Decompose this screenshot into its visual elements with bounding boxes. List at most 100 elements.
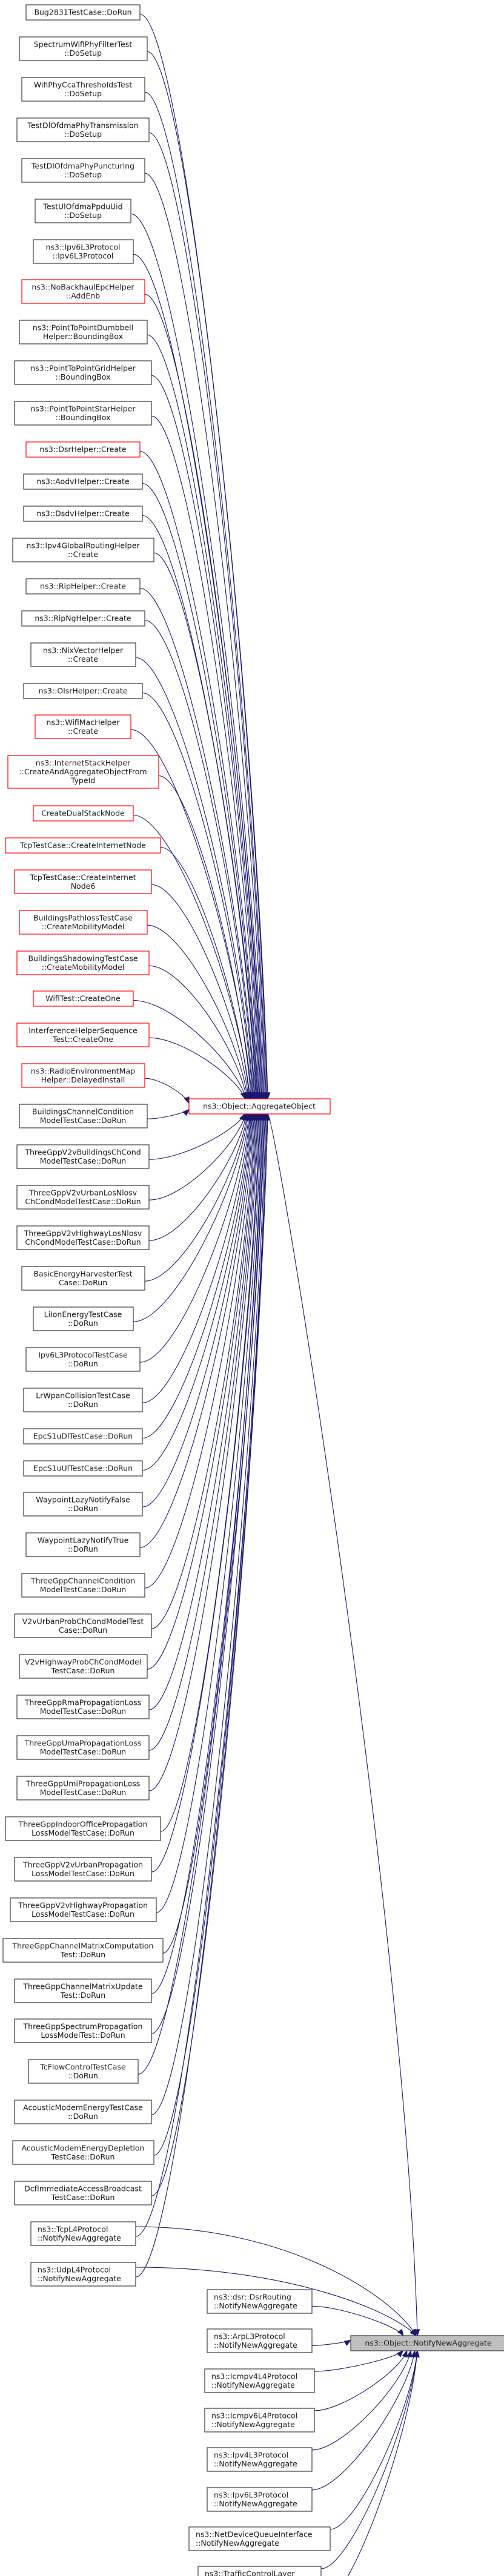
edge-arrowhead bbox=[406, 2350, 413, 2358]
node-dcfimmediateaccessbroadcasttestcase-dorun[interactable]: DcfImmediateAccessBroadcastTestCase::DoR… bbox=[14, 2181, 152, 2205]
node-label-line: WifiPhyCcaThresholdsTest bbox=[34, 81, 132, 90]
node-threegppchannelconditionmodeltestcase-dorun[interactable]: ThreeGppChannelConditionModelTestCase::D… bbox=[21, 1573, 145, 1598]
node-threegppumipropagationlossmodeltestcase-dorun[interactable]: ThreeGppUmiPropagationLossModelTestCase:… bbox=[16, 1776, 150, 1800]
edge-arrowhead bbox=[402, 2350, 408, 2358]
node-label-line: ThreeGppChannelMatrixUpdate bbox=[22, 1982, 143, 1991]
node-waypointlazynotifyfalse-dorun[interactable]: WaypointLazyNotifyFalse::DoRun bbox=[23, 1492, 143, 1517]
node-wifiphyccathresholdstest-dosetup[interactable]: WifiPhyCcaThresholdsTest::DoSetup bbox=[21, 77, 145, 102]
node-ns3-nixvectorhelper-create[interactable]: ns3::NixVectorHelper::Create bbox=[30, 642, 136, 667]
node-buildingspathlosstestcase-createmobilitymodel[interactable]: BuildingsPathlossTestCase::CreateMobilit… bbox=[19, 910, 148, 935]
node-threegppindoorofficepropagationlossmodeltestcase-dorun[interactable]: ThreeGppIndoorOfficePropagationLossModel… bbox=[5, 1816, 161, 1841]
node-threegppv2vurbanlosnlosvchcondmodeltestcase-dorun[interactable]: ThreeGppV2vUrbanLosNlosvChCondModelTestC… bbox=[16, 1185, 150, 1210]
node-ns3-arpl3protocol-notifynewaggregate[interactable]: ns3::ArpL3Protocol::NotifyNewAggregate bbox=[207, 2328, 313, 2353]
node-box bbox=[197, 2566, 322, 2576]
node-threegppv2vbuildingschcondmodeltestcase-dorun[interactable]: ThreeGppV2vBuildingsChCondModelTestCase:… bbox=[16, 1144, 150, 1169]
node-ns3-dsrhelper-create[interactable]: ns3::DsrHelper::Create bbox=[25, 441, 141, 458]
node-ns3-dsdvhelper-create[interactable]: ns3::DsdvHelper::Create bbox=[23, 506, 143, 522]
node-interferencehelpersequencetest-createone[interactable]: InterferenceHelperSequenceTest::CreateOn… bbox=[16, 1023, 150, 1047]
node-spectrumwifiphyfiltertest-dosetup[interactable]: SpectrumWifiPhyFilterTest::DoSetup bbox=[19, 36, 148, 61]
node-ns3-radioenvironmentmaphelper-delayedinstall[interactable]: ns3::RadioEnvironmentMapHelper::DelayedI… bbox=[21, 1063, 145, 1088]
edge-arrowhead bbox=[409, 2329, 417, 2336]
node-label-line: ModelTestCase::DoRun bbox=[40, 1116, 126, 1125]
node-ns3-olsrhelper-create[interactable]: ns3::OlsrHelper::Create bbox=[23, 683, 143, 699]
node-tcptestcase-createinternetnode[interactable]: TcpTestCase::CreateInternetNode bbox=[5, 837, 161, 854]
edge-path bbox=[151, 1113, 261, 1873]
node-liionenergytestcase-dorun[interactable]: LiIonEnergyTestCase::DoRun bbox=[33, 1306, 134, 1331]
node-buildingschannelconditionmodeltestcase-dorun[interactable]: BuildingsChannelConditionModelTestCase::… bbox=[19, 1104, 148, 1128]
node-bug2831testcase-dorun[interactable]: Bug2831TestCase::DoRun bbox=[25, 4, 141, 21]
node-ns3-ipv4l3protocol-notifynewaggregate[interactable]: ns3::Ipv4L3Protocol::NotifyNewAggregate bbox=[207, 2447, 313, 2472]
node-createdualstacknode[interactable]: CreateDualStackNode bbox=[33, 805, 134, 822]
node-threegppchannelmatrixcomputationtest-dorun[interactable]: ThreeGppChannelMatrixComputationTest::Do… bbox=[2, 1938, 164, 1963]
node-threegppv2vhighwaylosnlosvchcondmodeltestcase-dorun[interactable]: ThreeGppV2vHighwayLosNlosvChCondModelTes… bbox=[16, 1225, 150, 1250]
node-ns3-object-notifynewaggregate[interactable]: ns3::Object::NotifyNewAggregate bbox=[350, 2335, 504, 2351]
node-label-line: DcfImmediateAccessBroadcast bbox=[24, 2184, 142, 2193]
node-label-line: ns3::InternetStackHelper bbox=[36, 759, 131, 768]
node-epcs1udltestcase-dorun[interactable]: EpcS1uDlTestCase::DoRun bbox=[23, 1428, 143, 1444]
node-ns3-ripnghelper-create[interactable]: ns3::RipNgHelper::Create bbox=[21, 610, 145, 627]
node-ns3-icmpv4l4protocol-notifynewaggregate[interactable]: ns3::Icmpv4L4Protocol::NotifyNewAggregat… bbox=[204, 2368, 315, 2393]
node-box bbox=[23, 1492, 143, 1517]
node-tcflowcontroltestcase-dorun[interactable]: TcFlowControlTestCase::DoRun bbox=[28, 2059, 139, 2084]
node-ipv6l3protocoltestcase-dorun[interactable]: Ipv6L3ProtocolTestCase::DoRun bbox=[25, 1347, 141, 1372]
node-wifitest-createone[interactable]: WifiTest::CreateOne bbox=[33, 990, 134, 1007]
node-waypointlazynotifytrue-dorun[interactable]: WaypointLazyNotifyTrue::DoRun bbox=[25, 1532, 141, 1557]
node-ns3-trafficcontrollayer-notifynewaggregate[interactable]: ns3::TrafficControlLayer::NotifyNewAggre… bbox=[197, 2566, 322, 2576]
node-ns3-aodvhelper-create[interactable]: ns3::AodvHelper::Create bbox=[23, 473, 143, 490]
node-ns3-ipv4globalroutinghelper-create[interactable]: ns3::Ipv4GlobalRoutingHelper::Create bbox=[12, 538, 154, 562]
node-ns3-pointtopointgridhelper-boundingbox[interactable]: ns3::PointToPointGridHelper::BoundingBox bbox=[14, 360, 152, 385]
node-label-line: ns3::WifiMacHelper bbox=[47, 718, 121, 727]
node-buildingsshadowingtestcase-createmobilitymodel[interactable]: BuildingsShadowingTestCase::CreateMobili… bbox=[16, 950, 150, 975]
edge-path bbox=[151, 1113, 264, 1994]
node-acousticmodemenergytestcase-dorun[interactable]: AcousticModemEnergyTestCase::DoRun bbox=[14, 2100, 152, 2124]
node-threegppv2vhighwaypropagationlossmodeltestcase-dorun[interactable]: ThreeGppV2vHighwayPropagationLossModelTe… bbox=[10, 1897, 157, 1922]
node-ns3-pointtopointstarhelper-boundingbox[interactable]: ns3::PointToPointStarHelper::BoundingBox bbox=[14, 401, 152, 426]
edge-caller-to-aggregate-object bbox=[142, 1113, 255, 1507]
node-threegppumapropagationlossmodeltestcase-dorun[interactable]: ThreeGppUmaPropagationLossModelTestCase:… bbox=[16, 1735, 150, 1760]
edge-path bbox=[144, 1113, 255, 1589]
node-ns3-object-aggregateobject[interactable]: ns3::Object::AggregateObject bbox=[188, 1098, 331, 1115]
node-acousticmodemenergydepletiontestcase-dorun[interactable]: AcousticModemEnergyDepletionTestCase::Do… bbox=[12, 2140, 154, 2165]
node-label-line: EpcS1uUlTestCase::DoRun bbox=[33, 1464, 133, 1473]
node-ns3-icmpv6l4protocol-notifynewaggregate[interactable]: ns3::Icmpv6L4Protocol::NotifyNewAggregat… bbox=[204, 2408, 315, 2433]
node-label-line: ThreeGppChannelMatrixComputation bbox=[12, 1942, 154, 1951]
node-testdlofdmaphytransmission-dosetup[interactable]: TestDlOfdmaPhyTransmission::DoSetup bbox=[16, 117, 150, 142]
node-ns3-nobackhaulepchelper-addenb[interactable]: ns3::NoBackhaulEpcHelper::AddEnb bbox=[21, 279, 145, 304]
edge-caller-to-notify-new-aggregate bbox=[330, 2350, 420, 2530]
node-label-line: ::CreateAndAggregateObjectFrom bbox=[19, 767, 147, 776]
node-ns3-pointtopointdumbbellhelper-boundingbox[interactable]: ns3::PointToPointDumbbellHelper::Boundin… bbox=[19, 320, 148, 344]
node-ns3-udpl4protocol-notifynewaggregate[interactable]: ns3::UdpL4Protocol::NotifyNewAggregate bbox=[30, 2262, 136, 2287]
node-label-line: Ipv6L3ProtocolTestCase bbox=[38, 1351, 128, 1360]
node-label-line: ModelTestCase::DoRun bbox=[40, 1747, 126, 1756]
node-epcs1uultestcase-dorun[interactable]: EpcS1uUlTestCase::DoRun bbox=[23, 1460, 143, 1477]
edge-arrowhead bbox=[414, 2350, 420, 2357]
node-box bbox=[21, 610, 145, 627]
node-threegppv2vurbanpropagationlossmodeltestcase-dorun[interactable]: ThreeGppV2vUrbanPropagationLossModelTest… bbox=[14, 1857, 152, 1882]
edge-path bbox=[148, 1037, 246, 1099]
node-ns3-dsr-dsrrouting-notifynewaggregate[interactable]: ns3::dsr::DsrRouting::NotifyNewAggregate bbox=[207, 2289, 313, 2314]
node-label-line: TcFlowControlTestCase bbox=[39, 2063, 126, 2072]
node-ns3-ipv6l3protocol-ipv6l3protocol[interactable]: ns3::Ipv6L3Protocol::Ipv6L3Protocol bbox=[33, 239, 134, 264]
node-ns3-ipv6l3protocol-notifynewaggregate[interactable]: ns3::Ipv6L3Protocol::NotifyNewAggregate bbox=[207, 2487, 313, 2512]
node-ns3-riphelper-create[interactable]: ns3::RipHelper::Create bbox=[25, 578, 141, 595]
node-threegppspectrumpropagationlossmodeltest-dorun[interactable]: ThreeGppSpectrumPropagationLossModelTest… bbox=[14, 2018, 152, 2043]
node-testdlofdmaphypuncturing-dosetup[interactable]: TestDlOfdmaPhyPuncturing::DoSetup bbox=[21, 158, 145, 183]
node-label-line: EpcS1uDlTestCase::DoRun bbox=[33, 1432, 133, 1441]
edge-path bbox=[151, 1113, 265, 2034]
edge-caller-to-notify-new-aggregate bbox=[311, 2350, 417, 2491]
node-ns3-netdevicequeueinterface-notifynewaggregate[interactable]: ns3::NetDeviceQueueInterface::NotifyNewA… bbox=[188, 2526, 331, 2551]
edge-caller-to-aggregate-object bbox=[142, 1113, 254, 1471]
node-ns3-wifimachelper-create[interactable]: ns3::WifiMacHelper::Create bbox=[35, 714, 131, 739]
node-testulofdmappduuid-dosetup[interactable]: TestUlOfdmaPpduUid::DoSetup bbox=[35, 199, 131, 223]
node-label-line: LossModelTestCase::DoRun bbox=[31, 1828, 134, 1837]
node-ns3-internetstackhelper-createandaggregateobjectfromtypeid[interactable]: ns3::InternetStackHelper::CreateAndAggre… bbox=[7, 755, 159, 789]
node-threegpprmapropagationlossmodeltestcase-dorun[interactable]: ThreeGppRmaPropagationLossModelTestCase:… bbox=[16, 1695, 150, 1719]
node-ns3-tcpl4protocol-notifynewaggregate[interactable]: ns3::TcpL4Protocol::NotifyNewAggregate bbox=[30, 2221, 136, 2246]
node-lrwpancollisiontestcase-dorun[interactable]: LrWpanCollisionTestCase::DoRun bbox=[23, 1388, 143, 1412]
node-label-line: Node6 bbox=[71, 881, 96, 891]
